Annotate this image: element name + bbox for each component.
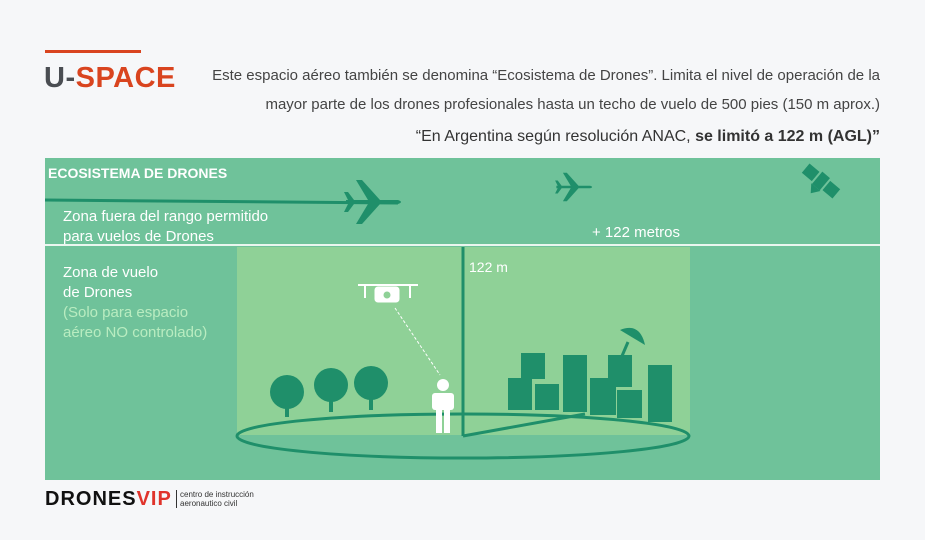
satellite-icon <box>801 163 841 199</box>
regulation-quote: “En Argentina según resolución ANAC, se … <box>415 128 880 145</box>
upper-height-label: + 122 metros <box>592 224 680 241</box>
dronesvip-logo: DRONESVIP <box>45 488 172 510</box>
title-accent-bar <box>45 50 141 53</box>
description-line-1: Este espacio aéreo también se denomina “… <box>212 67 880 84</box>
trees-icon <box>270 366 388 417</box>
height-label: 122 m <box>469 259 508 275</box>
drone-icon <box>358 284 418 303</box>
radius-line <box>462 412 586 438</box>
line-of-sight <box>394 307 441 376</box>
city-buildings-icon <box>508 327 672 422</box>
person-icon <box>432 379 454 433</box>
section-title: ECOSISTEMA DE DRONES <box>48 165 228 181</box>
page-title: U-SPACE <box>44 62 176 94</box>
altitude-limit-line <box>45 244 880 246</box>
airplane-large-icon <box>344 180 401 224</box>
airplane-small-icon <box>555 172 593 202</box>
description-line-2: mayor parte de los drones profesionales … <box>265 96 880 113</box>
flight-trail <box>44 198 399 205</box>
